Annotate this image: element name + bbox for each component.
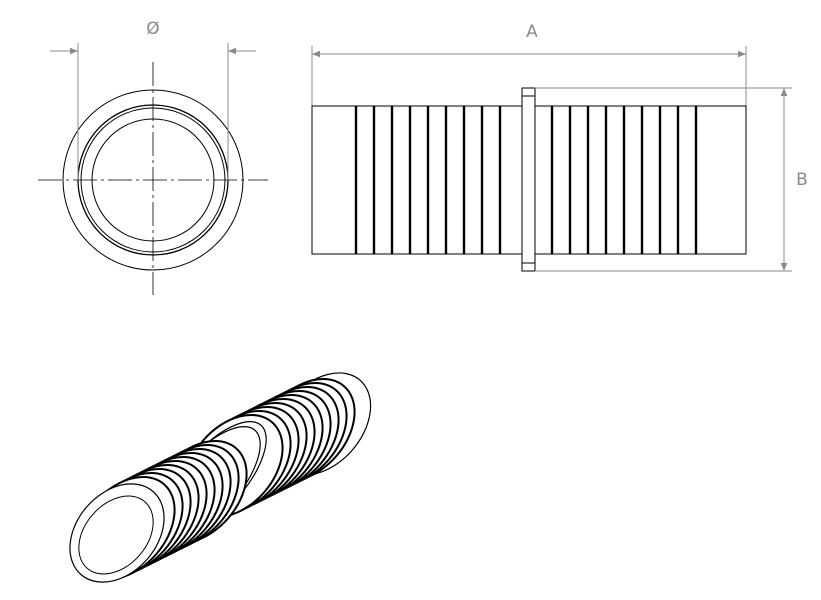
- diameter-label: Ø: [146, 19, 159, 39]
- end-view-centerlines: [38, 62, 268, 295]
- diameter-dimension: [50, 43, 256, 180]
- iso-end-opening: [69, 483, 165, 583]
- length-dimension: [311, 46, 747, 106]
- height-dimension: [536, 87, 792, 272]
- end-view: Ø: [38, 19, 268, 295]
- isometric-view: [69, 372, 372, 583]
- side-view: A B: [311, 22, 808, 272]
- side-view-ribs: [354, 106, 698, 254]
- height-label: B: [796, 170, 808, 190]
- side-view-body: [311, 87, 747, 272]
- length-label: A: [526, 22, 538, 42]
